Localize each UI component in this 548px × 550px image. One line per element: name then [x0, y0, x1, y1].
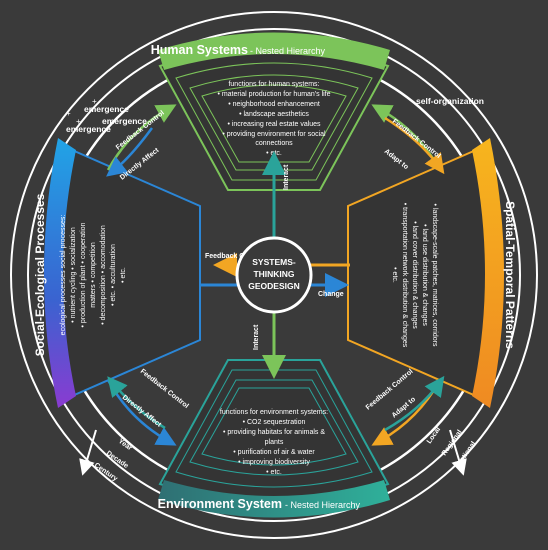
social-title: Social-Ecological Processes	[33, 193, 47, 356]
interact-label-bottom: Interact	[253, 324, 260, 350]
spatial-banner	[472, 138, 504, 408]
emergence-label-1: emergence	[66, 124, 111, 134]
env-item-1: • CO2 sequestration	[243, 419, 306, 426]
human-item-1: • material production for human's life	[217, 91, 330, 98]
env-item-2: • providing habitats for animals &	[223, 429, 325, 436]
spatial-item-1: • land use distribution & changes	[421, 224, 428, 326]
emergence-label-2: emergence	[84, 104, 129, 114]
emergence-label-3: emergence	[102, 116, 147, 126]
social-item-1: • nutrient cycling • socialization	[70, 227, 77, 323]
social-item-5: • etc. • acculturation	[110, 244, 117, 306]
env-item-3: plants	[265, 439, 284, 446]
human-item-3: • landscape aesthetics	[239, 111, 309, 118]
center-line-2: THINKING	[253, 269, 294, 279]
plus-mark-1: +	[76, 117, 81, 126]
spatial-item-4: • etc.	[391, 267, 398, 283]
env-item-5: • improving biodiversity	[238, 459, 310, 466]
center-line-3: GEODESIGN	[248, 281, 299, 291]
feedback-arrow-bottom-right	[384, 375, 445, 432]
human-item-2: • neighborhood enhancement	[228, 101, 320, 108]
spatial-temporal-panel: • landscape-scale patches, matrices, cor…	[347, 138, 504, 408]
env-item-6: • etc.	[266, 469, 282, 476]
social-list: ecological processes social processes: •…	[60, 215, 127, 336]
outer-ring	[10, 11, 538, 539]
center-line-1: SYSTEMS-	[252, 257, 296, 267]
human-item-7: • etc.	[266, 150, 282, 157]
plus-mark-3: +	[66, 109, 71, 118]
social-ecological-panel: ecological processes social processes: •…	[44, 138, 201, 408]
center-circle	[235, 236, 313, 314]
environment-system-panel: functions for environment systems: • CO2…	[158, 359, 390, 518]
social-item-6: • etc.	[120, 267, 127, 283]
spatial-title: Spatial-Temporal Patterns	[503, 201, 517, 349]
spatial-list: • landscape-scale patches, matrices, cor…	[391, 203, 438, 348]
environment-title: Environment System	[158, 497, 282, 511]
human-systems-banner	[158, 32, 390, 70]
social-item-2: • production of plant • cooperation	[80, 222, 87, 327]
middle-ring	[27, 28, 521, 522]
self-organization-label: self-organization	[416, 96, 484, 106]
time-scale-arrow	[79, 429, 97, 476]
environment-list: functions for environment systems: • CO2…	[220, 409, 328, 476]
directly-affect-arrow-top-left	[106, 127, 154, 177]
social-item-0: ecological processes social processes:	[60, 215, 67, 336]
directly-affect-arrow-bottom-left	[107, 376, 166, 430]
change-label-center: Change	[318, 291, 344, 298]
spatial-item-3: • transportation network distribution & …	[401, 203, 408, 348]
env-item-0: functions for environment systems:	[220, 409, 328, 416]
human-subtitle: - Nested Hierarchy	[250, 46, 326, 56]
human-title: Human Systems	[151, 43, 248, 57]
human-item-6: connections	[255, 140, 293, 147]
spatial-item-0: • landscape-scale patches, matrices, cor…	[431, 204, 438, 347]
interact-label-top: Interact	[283, 164, 290, 190]
human-item-4: • increasing real estate values	[227, 121, 321, 128]
feedback-label-center: Feedback Control	[205, 253, 264, 260]
social-banner	[44, 138, 76, 408]
space-scale-arrow	[449, 429, 467, 476]
human-systems-panel: functions for human systems: • material …	[158, 32, 390, 191]
human-item-5: • providing environment for social	[222, 131, 326, 138]
social-item-3: matters • competition	[90, 242, 97, 308]
env-item-4: • purification of air & water	[233, 449, 315, 456]
social-item-4: • decomposition • accomodation	[100, 225, 107, 325]
human-item-0: functions for human systems:	[228, 81, 319, 88]
plus-mark-2: +	[92, 97, 97, 106]
environment-subtitle: - Nested Hierarchy	[285, 500, 361, 510]
feedback-arrow-top-right	[384, 116, 445, 175]
spatial-item-2: • land cover distribution & changes	[411, 221, 418, 329]
environment-banner	[158, 480, 390, 518]
